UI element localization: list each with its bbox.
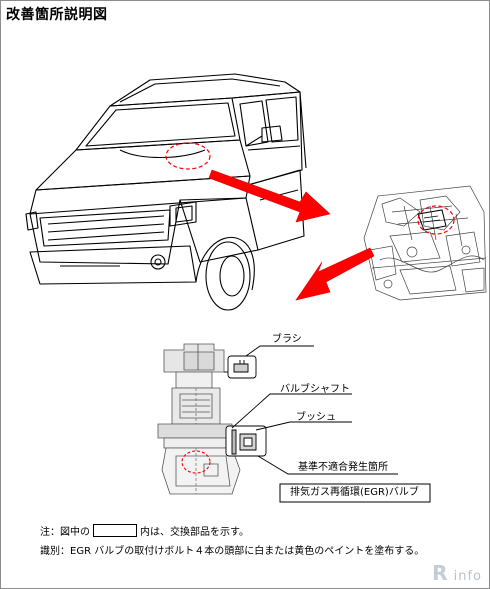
page-title: 改善箇所説明図 xyxy=(6,7,108,23)
leader-lines xyxy=(224,345,398,475)
defect-location-circle xyxy=(181,450,211,474)
note1-box-symbol xyxy=(93,524,137,537)
note1-suffix: 内は、交換部品を示す。 xyxy=(140,527,249,538)
defect-origin-label: 基準不適合発生箇所 xyxy=(298,462,388,473)
rinfo-watermark: R info xyxy=(432,561,482,585)
valve-location-circle xyxy=(417,205,455,235)
valve-shaft-label: バルブシャフト xyxy=(280,384,350,395)
note-identification: 識別：EGR バルブの取付けボルト４本の頭部に白または黄色のペイントを塗布する。 xyxy=(40,546,425,557)
note-replacement-parts: 注：図中の 内は、交換部品を示す。 xyxy=(40,524,249,539)
watermark-logo-letter: R xyxy=(432,561,449,585)
part-callouts xyxy=(225,355,267,457)
egr-valve-label: 排気ガス再循環(EGR)バルブ xyxy=(290,487,419,498)
valve-name-box xyxy=(279,483,431,503)
note1-prefix: 注：図中の xyxy=(40,527,90,538)
arrow-to-valve-detail xyxy=(295,247,375,301)
brush-label: ブラシ xyxy=(272,334,302,345)
vehicle-illustration xyxy=(25,73,307,311)
watermark-text: info xyxy=(453,569,482,584)
egr-valve-drawing xyxy=(157,343,241,495)
engine-bay-illustration xyxy=(363,185,487,301)
arrow-to-engine-bay xyxy=(208,169,331,223)
bush-label: ブッシュ xyxy=(296,412,336,423)
engine-location-circle xyxy=(165,142,211,170)
